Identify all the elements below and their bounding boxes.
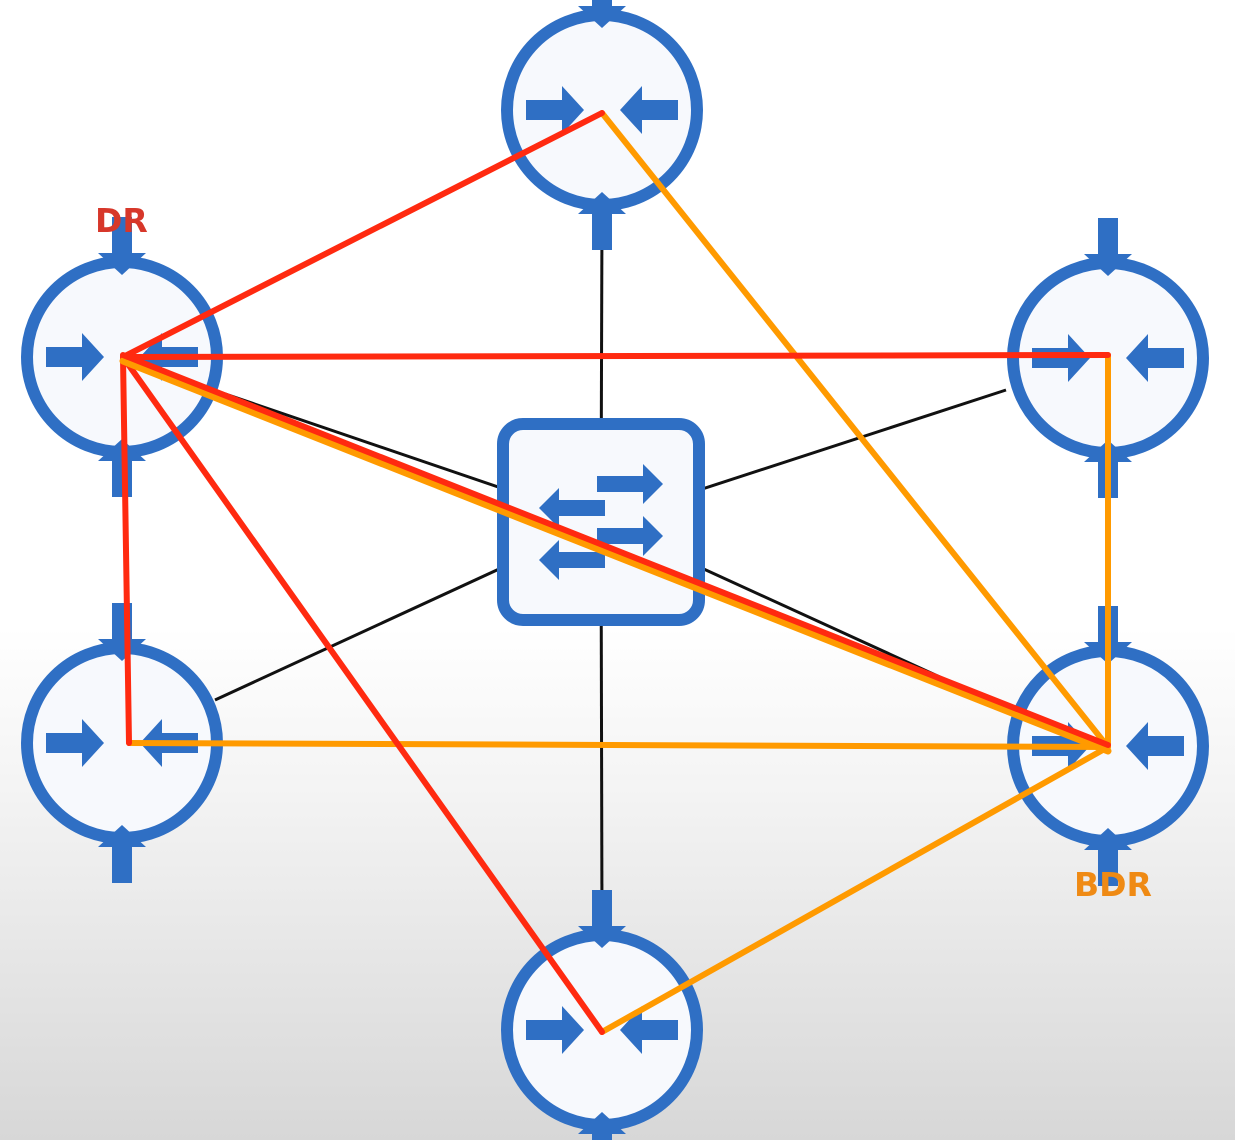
arrow-out-down-icon xyxy=(1084,828,1132,886)
arrow-right-icon xyxy=(597,516,663,556)
bdr-adjacency-bottom xyxy=(599,744,1111,1035)
arrow-left-icon xyxy=(539,540,605,580)
arrow-in-right-icon xyxy=(620,1006,678,1054)
router-arrows xyxy=(526,890,678,1140)
arrow-out-up-icon xyxy=(98,217,146,275)
arrow-in-right-icon xyxy=(1126,722,1184,770)
dr-adjacency-bdr xyxy=(120,352,1111,748)
dr-adjacency-bottom xyxy=(120,354,605,1035)
arrow-in-left-icon xyxy=(526,1006,584,1054)
bdr-adjacency-top xyxy=(599,110,1111,750)
arrow-out-down-icon xyxy=(578,192,626,250)
bdr-label: BDR xyxy=(1074,865,1152,904)
router-bottom[interactable] xyxy=(501,890,703,1140)
arrow-right-icon xyxy=(597,464,663,504)
arrow-in-left-icon xyxy=(526,86,584,134)
dr-adjacency-top xyxy=(120,110,605,360)
arrow-out-down-icon xyxy=(98,825,146,883)
dr-adjacency-right-top xyxy=(120,352,1111,360)
arrow-out-up-icon xyxy=(1084,218,1132,276)
arrow-in-right-icon xyxy=(1126,334,1184,382)
arrow-out-up-icon xyxy=(98,603,146,661)
devices xyxy=(21,0,1209,1140)
arrow-in-left-icon xyxy=(46,719,104,767)
router-top[interactable] xyxy=(501,0,703,250)
bdr-adjacency-left-bottom xyxy=(126,740,1111,750)
router-arrows xyxy=(526,0,678,250)
adjacency-links xyxy=(119,110,1112,1035)
arrow-in-left-icon xyxy=(46,333,104,381)
arrow-out-up-icon xyxy=(578,890,626,948)
bdr-adjacency-dr xyxy=(119,357,1112,755)
arrow-in-right-icon xyxy=(620,86,678,134)
dr-label: DR xyxy=(95,201,148,240)
arrow-left-icon xyxy=(539,488,605,528)
arrow-out-down-icon xyxy=(578,1112,626,1140)
dr-adjacency-left-bottom xyxy=(120,354,132,746)
role-labels: DR BDR xyxy=(95,201,1152,904)
arrow-out-up-icon xyxy=(578,0,626,28)
